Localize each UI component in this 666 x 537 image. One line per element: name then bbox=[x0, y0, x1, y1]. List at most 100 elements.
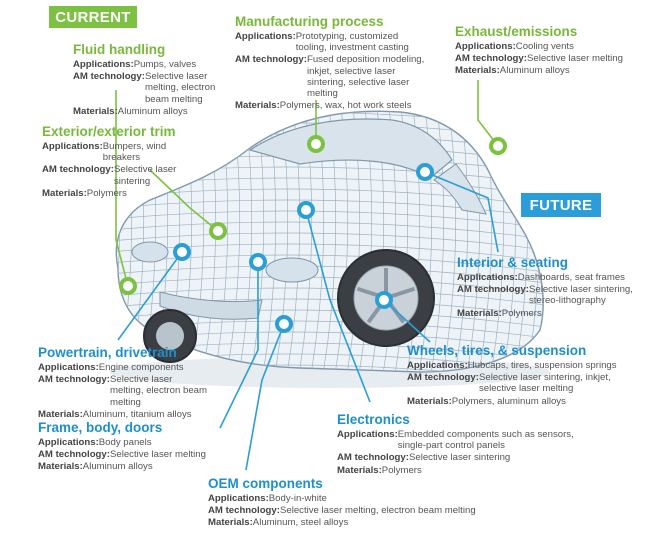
materials-value: Aluminum alloys bbox=[117, 105, 188, 117]
headlight-right bbox=[265, 257, 319, 283]
am-technology-value: Selective laser sintering bbox=[113, 164, 177, 187]
materials-label: Materials: bbox=[38, 408, 83, 420]
side-window bbox=[433, 163, 487, 215]
materials-label: Materials: bbox=[38, 461, 83, 473]
applications-value: Pumps, valves bbox=[133, 59, 197, 70]
marker-wheels[interactable] bbox=[375, 291, 393, 309]
materials-label: Materials: bbox=[235, 100, 280, 112]
mesh-line bbox=[261, 111, 277, 372]
mesh-line bbox=[550, 100, 564, 380]
applications-label: Applications: bbox=[235, 31, 296, 42]
mesh-line bbox=[116, 276, 544, 297]
callout-title: Exhaust/emissions bbox=[455, 24, 578, 39]
am-technology-value: Selective laser sintering, inkjet, selec… bbox=[478, 372, 611, 395]
applications-value: Bumpers, wind breakers bbox=[102, 141, 167, 164]
applications-label: Applications: bbox=[208, 493, 269, 504]
leader-powertrain bbox=[117, 251, 183, 341]
callout-title: Frame, body, doors bbox=[38, 420, 163, 435]
callout-title: Powertrain, drivetrain bbox=[38, 345, 177, 360]
mesh-line bbox=[116, 210, 544, 231]
applications-value: Cooling vents bbox=[515, 41, 574, 52]
applications-label: Applications: bbox=[407, 360, 468, 371]
applications-value: Engine components bbox=[98, 362, 184, 373]
am-technology-label: AM technology: bbox=[38, 374, 110, 386]
callout-wheels-tires-suspension: Wheels, tires, & suspension Applications… bbox=[407, 343, 647, 407]
mesh-line bbox=[537, 111, 544, 372]
leader-oem bbox=[245, 323, 285, 471]
am-technology-value: Fused deposition modeling, inkjet, selec… bbox=[306, 54, 425, 100]
marker-electronics[interactable] bbox=[297, 201, 315, 219]
callout-electronics: Electronics Applications:Embedded compon… bbox=[337, 412, 597, 476]
marker-exterior[interactable] bbox=[209, 222, 227, 240]
marker-exhaust[interactable] bbox=[489, 137, 507, 155]
materials-label: Materials: bbox=[208, 517, 253, 529]
marker-fluid[interactable] bbox=[119, 277, 137, 295]
callout-powertrain: Powertrain, drivetrain Applications:Engi… bbox=[38, 345, 208, 420]
materials-value: Polymers, aluminum alloys bbox=[451, 395, 566, 407]
leader-electronics bbox=[305, 209, 371, 403]
applications-label: Applications: bbox=[337, 429, 398, 440]
callout-fluid-handling: Fluid handling Applications:Pumps, valve… bbox=[73, 42, 233, 117]
applications-value: Embedded components such as sensors, sin… bbox=[397, 429, 574, 452]
materials-label: Materials: bbox=[73, 105, 118, 117]
materials-value: Polymers bbox=[501, 307, 542, 319]
am-technology-value: Selective laser melting bbox=[109, 449, 206, 461]
am-technology-label: AM technology: bbox=[457, 284, 529, 296]
callout-exhaust-emissions: Exhaust/emissions Applications:Cooling v… bbox=[455, 24, 655, 77]
callout-frame-body-doors: Frame, body, doors Applications:Body pan… bbox=[38, 420, 248, 473]
am-technology-value: Selective laser sintering bbox=[408, 452, 511, 464]
mesh-line bbox=[116, 265, 544, 286]
front-wheel bbox=[143, 309, 197, 363]
leader-fluid bbox=[115, 90, 129, 287]
leader-exterior bbox=[149, 169, 219, 232]
materials-value: Polymers, wax, hot work steels bbox=[279, 100, 412, 112]
am-technology-label: AM technology: bbox=[337, 452, 409, 464]
materials-value: Aluminum, steel alloys bbox=[252, 517, 349, 529]
am-technology-value: Selective laser sintering, stereo-lithog… bbox=[528, 284, 633, 307]
callout-title: Interior & seating bbox=[457, 255, 569, 270]
leader-lines bbox=[115, 80, 499, 471]
applications-value: Prototyping, customized tooling, investm… bbox=[295, 31, 409, 54]
callout-title: Wheels, tires, & suspension bbox=[407, 343, 587, 358]
callout-title: Fluid handling bbox=[73, 42, 166, 57]
marker-powertrain[interactable] bbox=[173, 243, 191, 261]
leader-interior bbox=[424, 171, 499, 253]
applications-label: Applications: bbox=[38, 437, 99, 448]
materials-value: Aluminum alloys bbox=[82, 461, 153, 473]
callout-manufacturing-process: Manufacturing process Applications:Proto… bbox=[235, 14, 430, 111]
future-badge: FUTURE bbox=[521, 193, 601, 217]
callout-oem-components: OEM components Applications:Body-in-whit… bbox=[208, 476, 508, 529]
callout-exterior-trim: Exterior/exterior trim Applications:Bump… bbox=[42, 124, 192, 199]
mesh-line bbox=[116, 199, 544, 220]
applications-value: Hubcaps, tires, suspension springs bbox=[467, 360, 617, 371]
applications-label: Applications: bbox=[42, 141, 103, 152]
current-badge: CURRENT bbox=[49, 6, 137, 28]
am-technology-value: Selective laser melting bbox=[526, 53, 623, 65]
applications-label: Applications: bbox=[38, 362, 99, 373]
am-technology-label: AM technology: bbox=[407, 372, 479, 384]
am-technology-label: AM technology: bbox=[455, 53, 527, 65]
applications-value: Body-in-white bbox=[268, 493, 327, 504]
applications-label: Applications: bbox=[457, 272, 518, 283]
marker-oem[interactable] bbox=[275, 315, 293, 333]
leader-frame bbox=[219, 262, 259, 429]
am-technology-label: AM technology: bbox=[38, 449, 110, 461]
materials-value: Polymers bbox=[381, 464, 422, 476]
materials-label: Materials: bbox=[457, 307, 502, 319]
windshield bbox=[248, 118, 453, 179]
marker-frame[interactable] bbox=[249, 253, 267, 271]
marker-manufacturing[interactable] bbox=[307, 135, 325, 153]
applications-label: Applications: bbox=[73, 59, 134, 70]
am-technology-label: AM technology: bbox=[235, 54, 307, 66]
materials-value: Aluminum alloys bbox=[499, 65, 570, 77]
headlight-left bbox=[131, 241, 169, 263]
materials-value: Aluminum, titanium alloys bbox=[82, 408, 192, 420]
callout-title: Electronics bbox=[337, 412, 410, 427]
callout-title: Exterior/exterior trim bbox=[42, 124, 176, 139]
callout-title: Manufacturing process bbox=[235, 14, 384, 29]
applications-label: Applications: bbox=[455, 41, 516, 52]
marker-interior[interactable] bbox=[416, 163, 434, 181]
leader-wheels bbox=[383, 299, 431, 343]
am-technology-label: AM technology: bbox=[208, 505, 280, 517]
